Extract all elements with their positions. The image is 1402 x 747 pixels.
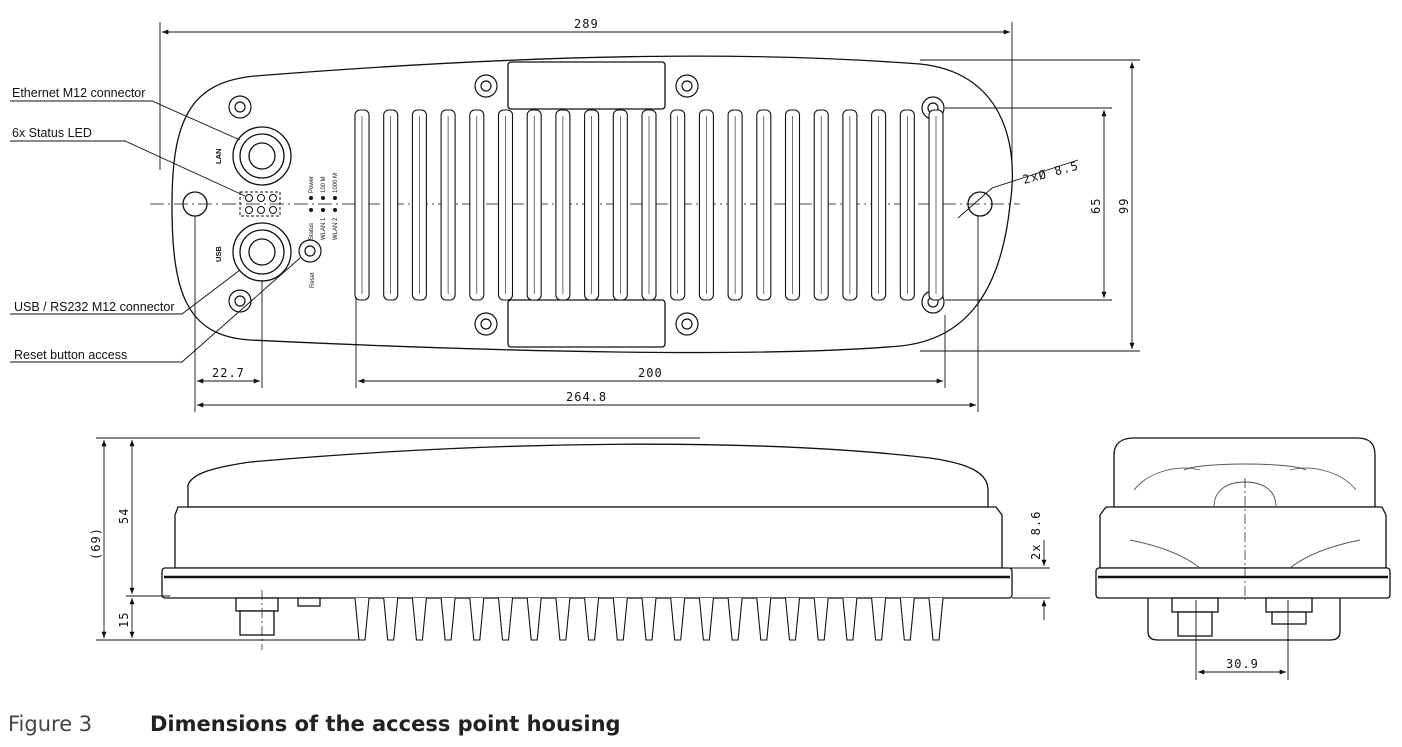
cooling-fin-side bbox=[784, 597, 801, 641]
cooling-fin-side bbox=[354, 597, 370, 641]
led-label-wlan1: WLAN 1 bbox=[321, 217, 327, 240]
end-body bbox=[1099, 506, 1387, 569]
callout-usb: USB / RS232 M12 connector bbox=[14, 300, 175, 314]
cooling-fin-side bbox=[899, 597, 915, 641]
cooling-fin-side bbox=[670, 597, 686, 641]
cooling-fin-side bbox=[698, 597, 714, 641]
end-dome bbox=[1113, 437, 1376, 508]
end-view bbox=[1095, 437, 1391, 641]
side-dimension-lines bbox=[96, 437, 1050, 641]
cooling-fin-side bbox=[440, 597, 456, 641]
figure-number: Figure 3 bbox=[8, 712, 93, 736]
led-label-power: Power bbox=[309, 176, 315, 193]
side-connector-lan bbox=[235, 597, 279, 612]
cooling-fin-side bbox=[641, 597, 657, 641]
end-dome-details bbox=[1129, 463, 1361, 569]
reset-label: Reset bbox=[310, 272, 316, 288]
cooling-fin-side bbox=[383, 597, 399, 641]
housing-outline bbox=[171, 55, 1013, 354]
cooling-fin-side bbox=[411, 597, 427, 641]
callout-ethernet: Ethernet M12 connector bbox=[12, 86, 145, 100]
end-fin-block bbox=[1147, 598, 1341, 641]
cooling-fin-side bbox=[842, 597, 858, 641]
dim-top-width: 289 bbox=[574, 17, 599, 31]
dim-fin-span: 200 bbox=[638, 366, 663, 380]
side-dome bbox=[187, 443, 989, 508]
status-leds bbox=[239, 191, 281, 217]
dim-end-connectors: 30.9 bbox=[1226, 657, 1259, 671]
dim-height-total: 99 bbox=[1117, 198, 1131, 214]
cooling-fin-side bbox=[871, 597, 887, 641]
dim-hole-spec: 2xØ 8.5 bbox=[1021, 158, 1080, 186]
end-base bbox=[1095, 567, 1391, 599]
end-connector-left bbox=[1171, 597, 1219, 613]
led-indicators bbox=[309, 196, 337, 212]
callout-leds: 6x Status LED bbox=[12, 126, 92, 140]
side-view bbox=[161, 443, 1013, 636]
end-connector-right bbox=[1265, 597, 1313, 613]
cooling-fin-side bbox=[612, 597, 628, 641]
housing-dimension-drawing: LAN USB Reset Power 100 M 1000 M Status … bbox=[10, 17, 1391, 680]
figure-caption: Figure 3 Dimensions of the access point … bbox=[8, 708, 621, 740]
dim-offset-left: 22.7 bbox=[212, 366, 245, 380]
lan-connector bbox=[232, 126, 292, 186]
cooling-fin-side bbox=[526, 597, 542, 641]
reset-button-icon bbox=[298, 239, 322, 263]
dim-mount-span: 264.8 bbox=[566, 390, 607, 404]
callout-reset: Reset button access bbox=[14, 348, 127, 362]
top-dimension-lines bbox=[159, 22, 1140, 412]
led-label-100m: 100 M bbox=[321, 176, 327, 193]
screw-icon bbox=[228, 95, 252, 119]
figure-title: Dimensions of the access point housing bbox=[150, 712, 621, 736]
cooling-fin-side bbox=[555, 597, 571, 641]
screw-icon bbox=[675, 74, 699, 98]
screw-icon bbox=[474, 74, 498, 98]
screw-icon bbox=[474, 312, 498, 336]
dim-height-holes: 65 bbox=[1089, 198, 1103, 214]
screw-icon bbox=[675, 312, 699, 336]
end-connector-left-plug bbox=[1177, 611, 1213, 637]
callout-leaders bbox=[10, 100, 301, 363]
top-pad bbox=[507, 61, 666, 110]
side-connector-reset bbox=[297, 597, 321, 607]
cooling-fin-side bbox=[813, 597, 829, 641]
end-dimension-lines bbox=[1195, 478, 1289, 680]
usb-connector bbox=[232, 222, 292, 282]
cooling-fin-side bbox=[497, 597, 514, 641]
cooling-fin-side bbox=[469, 597, 485, 641]
cooling-fin-side bbox=[727, 597, 743, 641]
dim-side-fins: 15 bbox=[117, 612, 131, 628]
slot-hole-right bbox=[967, 191, 993, 217]
screw-icon bbox=[228, 289, 252, 313]
side-connector-lan-plug bbox=[239, 610, 275, 636]
cooling-fins-top bbox=[354, 109, 944, 301]
cooling-fin-side bbox=[928, 597, 944, 641]
dim-side-body: 54 bbox=[117, 508, 131, 524]
end-connector-right-plug bbox=[1271, 611, 1307, 625]
cooling-fin-side bbox=[756, 597, 772, 641]
cooling-fin-side bbox=[584, 597, 600, 641]
usb-port-label: USB bbox=[214, 246, 223, 262]
dim-side-total: (69) bbox=[89, 527, 103, 560]
side-body bbox=[174, 506, 1003, 569]
led-label-status: Status bbox=[309, 223, 315, 240]
side-base bbox=[161, 567, 1013, 599]
led-label-wlan2: WLAN 2 bbox=[333, 217, 339, 240]
bottom-pad bbox=[507, 299, 666, 348]
lan-port-label: LAN bbox=[214, 149, 223, 164]
cooling-fins-side bbox=[354, 597, 944, 641]
dim-side-slots: 2x 8.6 bbox=[1029, 511, 1043, 560]
led-label-1000m: 1000 M bbox=[333, 173, 339, 193]
